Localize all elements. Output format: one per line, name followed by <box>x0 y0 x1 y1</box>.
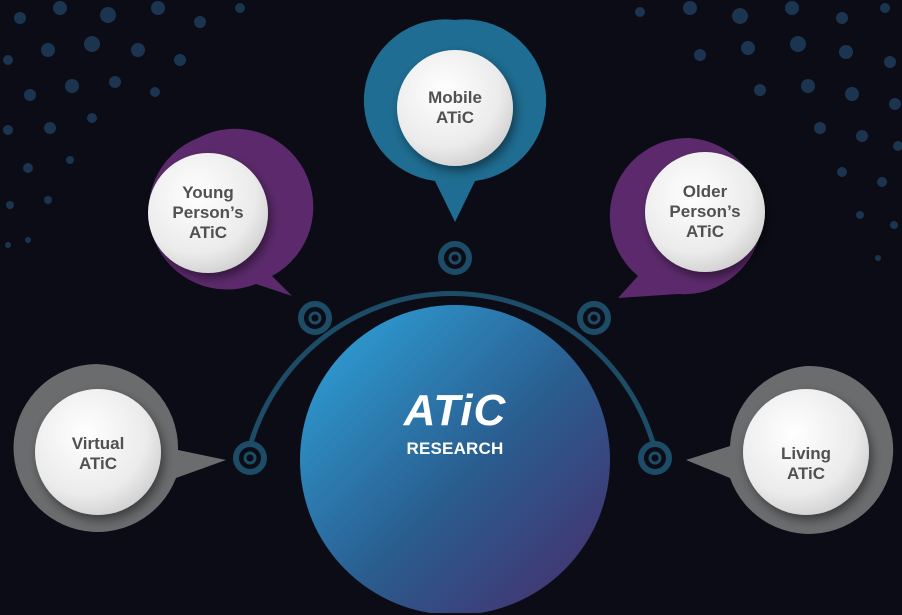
connector-arc <box>244 291 660 459</box>
bubble-older-person <box>609 137 765 298</box>
label-mobile-line-2: ATiC <box>435 108 475 127</box>
label-older-person: Older Person’s ATiC <box>650 172 760 252</box>
hub-label: ATiC RESEARCH <box>300 305 610 615</box>
bubble-young-person <box>148 128 314 296</box>
label-virtual: Virtual ATiC <box>48 424 148 484</box>
label-young-line-3: ATiC <box>188 222 228 242</box>
label-older-line-3: ATiC <box>685 221 725 241</box>
label-virtual-line-2: ATiC <box>78 454 118 473</box>
label-mobile-line-1: Mobile <box>428 88 482 108</box>
label-older-line-1: Older <box>682 182 728 202</box>
background-dots <box>3 1 902 261</box>
label-young-person: Young Person’s ATiC <box>153 173 263 253</box>
label-mobile: Mobile ATiC <box>405 78 505 138</box>
label-living-line-1: Living <box>780 444 832 464</box>
bubble-mobile <box>363 19 547 223</box>
hub-circle <box>300 305 610 613</box>
label-young-line-2: Person’s <box>172 203 244 223</box>
label-young-line-1: Young <box>182 183 234 203</box>
connector-nodes <box>233 241 672 475</box>
label-virtual-line-1: Virtual <box>71 434 125 454</box>
hub-subtitle: RESEARCH <box>406 439 504 458</box>
label-living-line-2: ATiC <box>786 464 826 483</box>
label-older-line-2: Person’s <box>669 202 741 222</box>
bubble-living <box>686 365 894 534</box>
label-living: Living ATiC <box>756 434 856 494</box>
bubble-virtual <box>13 364 227 532</box>
atic-logo: ATiC <box>403 386 507 435</box>
